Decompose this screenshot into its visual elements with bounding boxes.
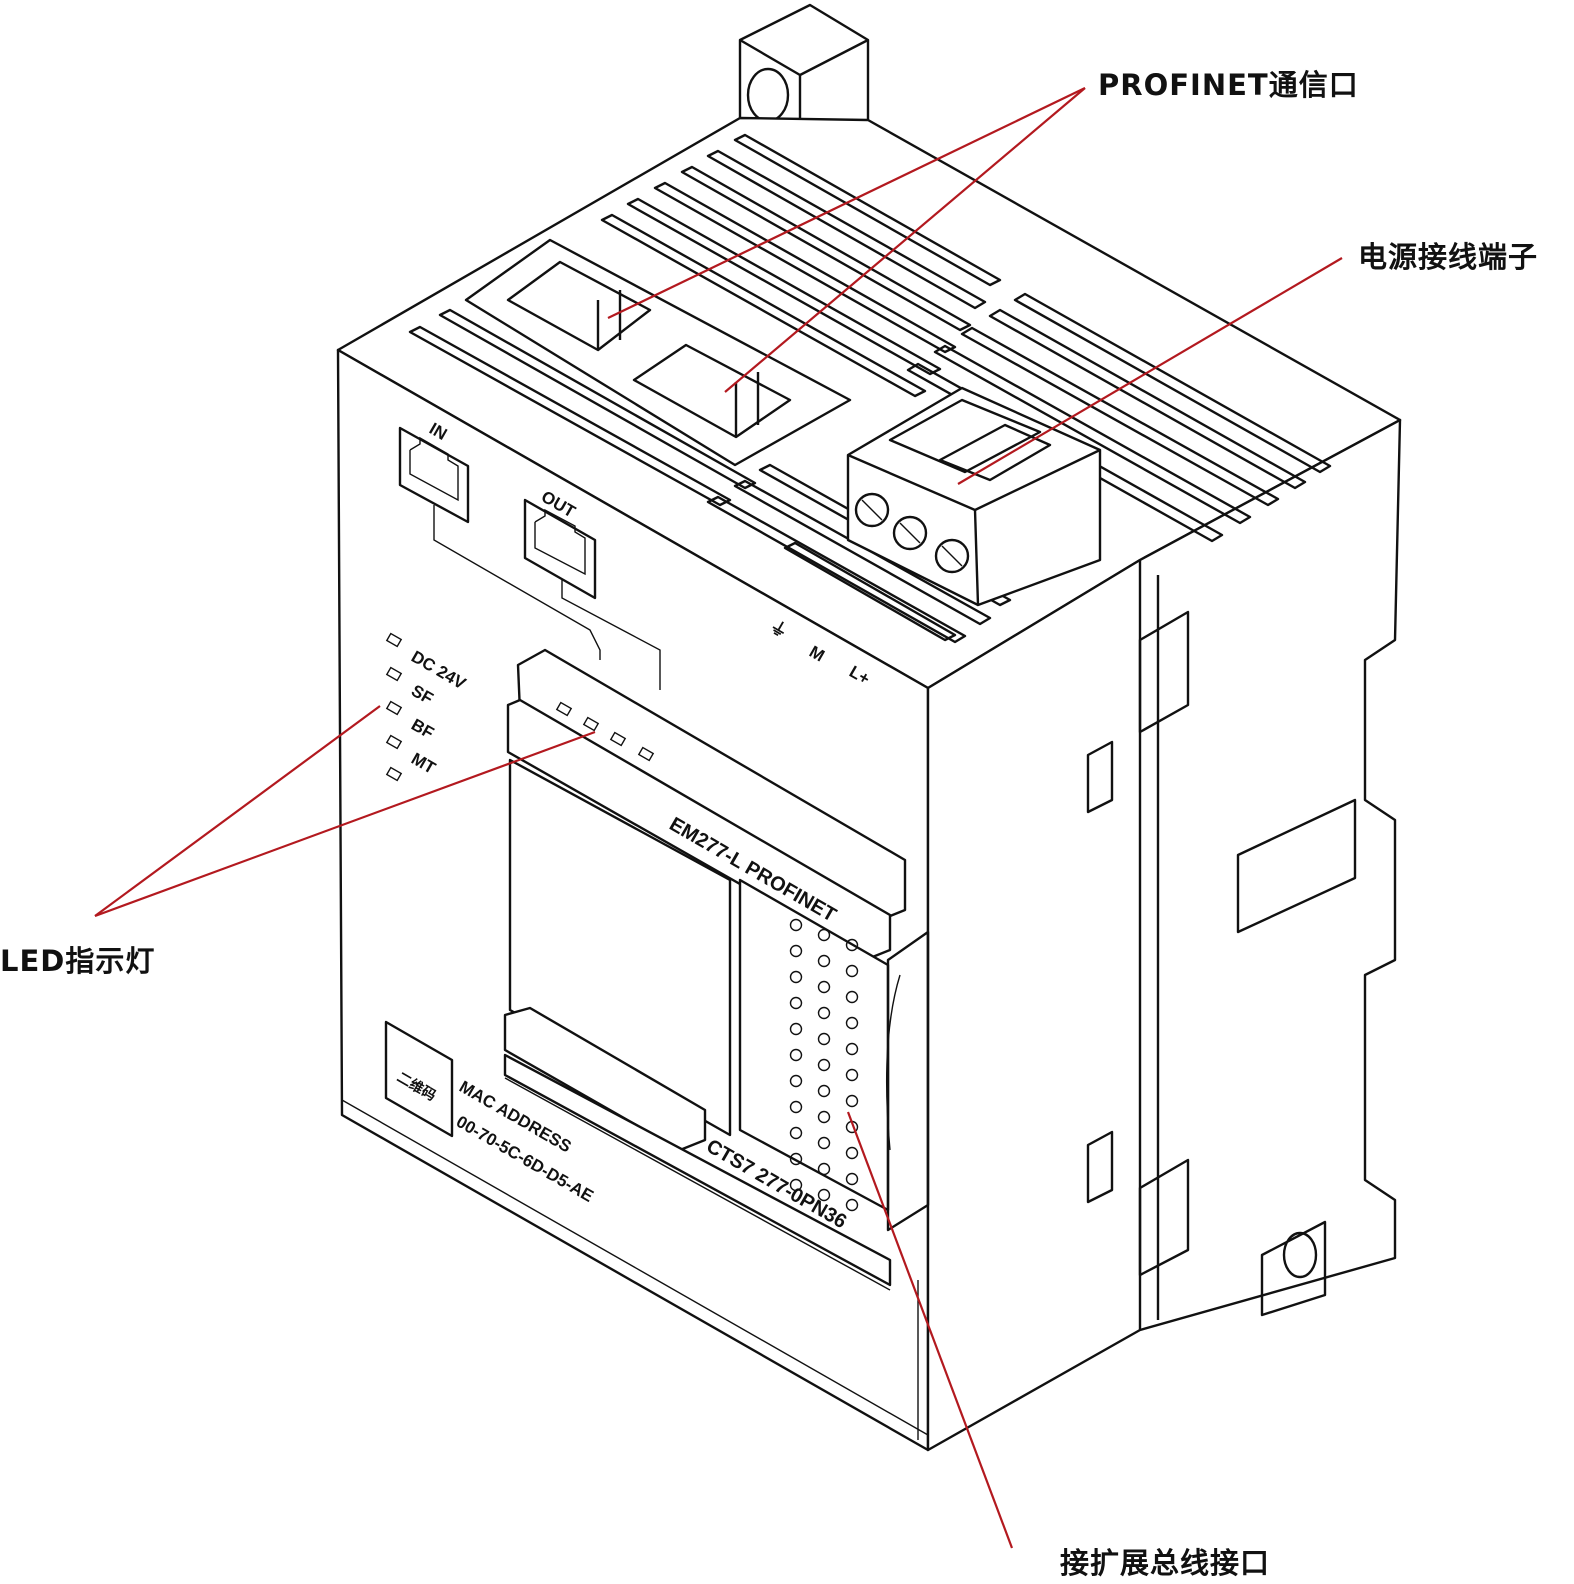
qr-code-box bbox=[384, 1020, 454, 1138]
pin-dot bbox=[845, 1146, 859, 1160]
pin-dot bbox=[845, 938, 859, 952]
leader-profinet-out bbox=[724, 87, 1086, 393]
pin-dot bbox=[789, 918, 803, 932]
pin-dot bbox=[789, 944, 803, 958]
pin-dot bbox=[817, 1188, 831, 1202]
leader-expansion-bus bbox=[846, 1111, 1014, 1549]
pin-dot bbox=[817, 1084, 831, 1098]
leader-profinet-in bbox=[607, 87, 1086, 319]
leader-led-cover bbox=[94, 730, 596, 918]
pin-dot bbox=[845, 1198, 859, 1212]
pin-dot bbox=[817, 1110, 831, 1124]
pin-dot bbox=[789, 1022, 803, 1036]
pin-dot bbox=[817, 954, 831, 968]
pin-dot bbox=[789, 996, 803, 1010]
callout-led-indicator: LED指示灯 bbox=[0, 944, 156, 978]
pin-dot bbox=[789, 1152, 803, 1166]
side-latches bbox=[1086, 610, 1357, 1317]
pin-dot bbox=[789, 1178, 803, 1192]
pin-dot bbox=[845, 1042, 859, 1056]
pin-dot bbox=[817, 1162, 831, 1176]
leader-led-panel bbox=[94, 705, 381, 917]
pin-dot bbox=[789, 1126, 803, 1140]
pin-dot bbox=[845, 1068, 859, 1082]
port-icons bbox=[398, 426, 661, 690]
pin-dot bbox=[845, 1094, 859, 1108]
pin-dot bbox=[845, 990, 859, 1004]
expansion-cover bbox=[503, 648, 930, 1291]
pin-dot bbox=[789, 970, 803, 984]
pin-dot bbox=[789, 1048, 803, 1062]
connector-pin-dots bbox=[789, 918, 859, 1212]
power-terminal-block bbox=[846, 386, 1102, 607]
leader-lines bbox=[94, 87, 1343, 1549]
led-indicators bbox=[385, 632, 403, 782]
pin-dot bbox=[817, 980, 831, 994]
pin-dot bbox=[817, 1058, 831, 1072]
callout-expansion-bus: 接扩展总线接口 bbox=[1060, 1546, 1271, 1580]
housing bbox=[336, 116, 1402, 1452]
pin-dot bbox=[817, 1006, 831, 1020]
callout-power-terminal: 电源接线端子 bbox=[1358, 240, 1539, 274]
rj45-ports bbox=[464, 238, 852, 467]
pin-dot bbox=[845, 1016, 859, 1030]
pin-dot bbox=[845, 1172, 859, 1186]
pin-dot bbox=[789, 1100, 803, 1114]
pin-dot bbox=[817, 1136, 831, 1150]
callout-profinet-port: PROFINET通信口 bbox=[1098, 68, 1359, 102]
pin-dot bbox=[817, 1032, 831, 1046]
pin-dot bbox=[845, 964, 859, 978]
leader-power-terminal bbox=[957, 257, 1343, 485]
pin-dot bbox=[817, 928, 831, 942]
pin-dot bbox=[789, 1074, 803, 1088]
